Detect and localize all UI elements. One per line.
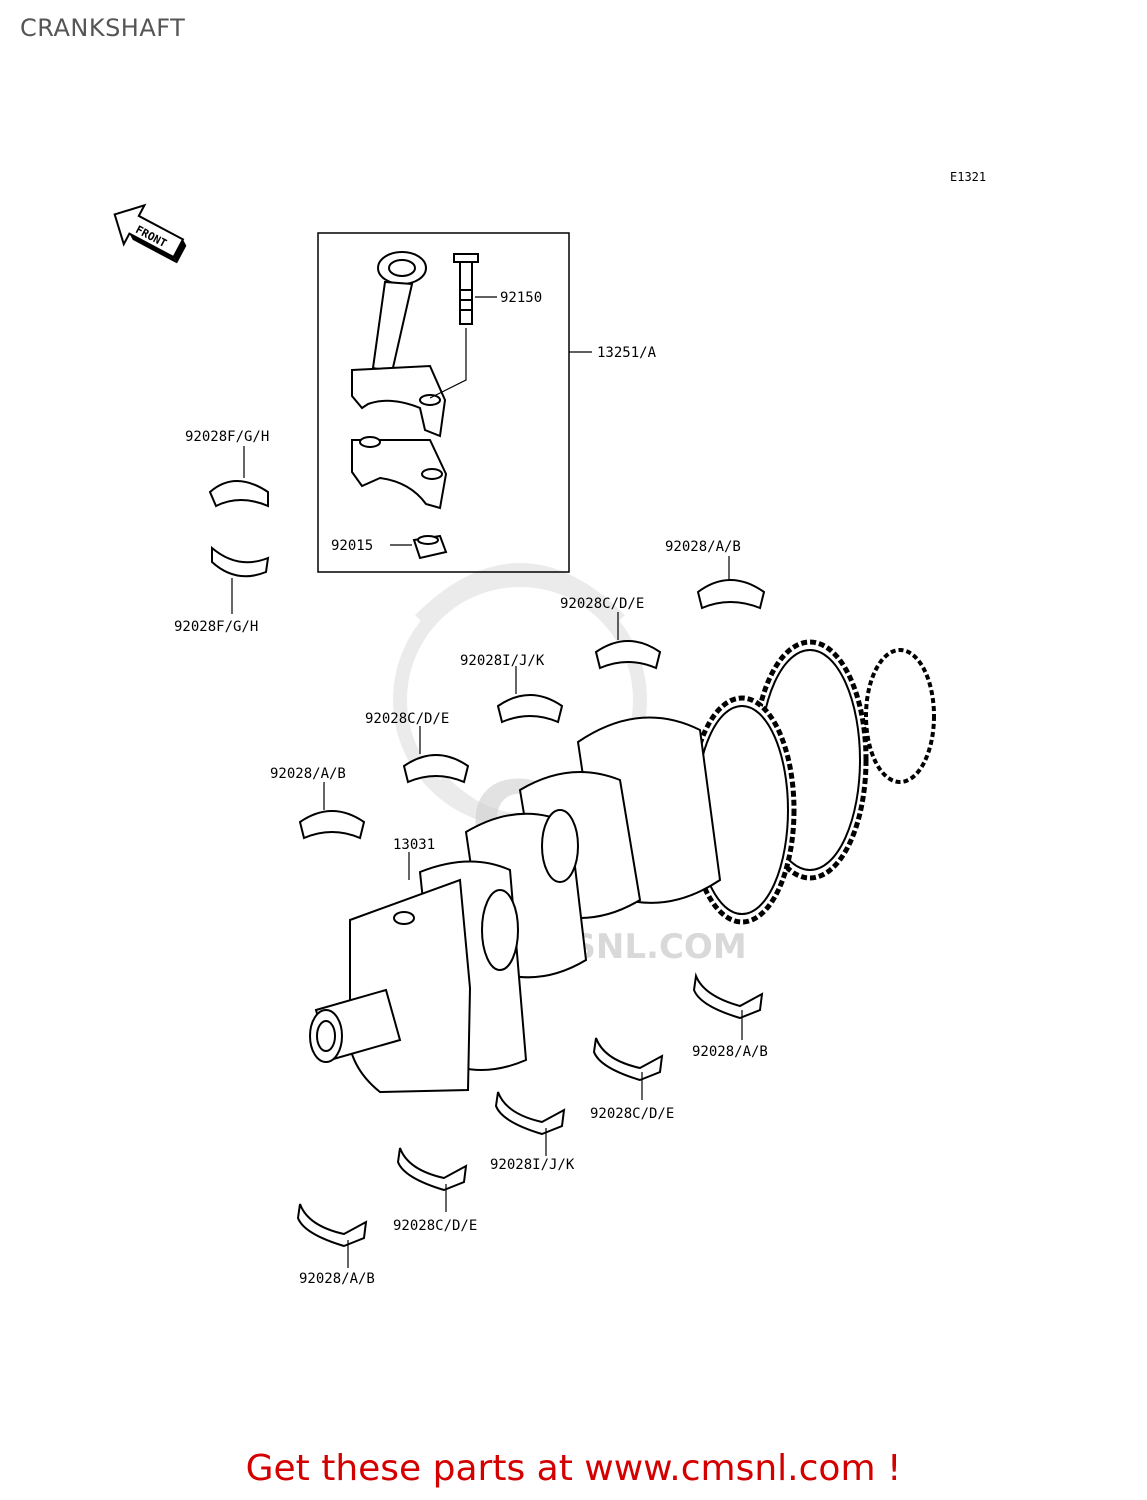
front-arrow-icon: FRONT: [113, 203, 187, 264]
label-92028cde-3: 92028C/D/E: [590, 1106, 674, 1122]
bearing-shells: [208, 480, 766, 1248]
label-92028cde-4: 92028C/D/E: [393, 1218, 477, 1234]
label-13251a: 13251/A: [597, 345, 657, 361]
conrod-bolt: [453, 253, 479, 325]
label-92015: 92015: [331, 538, 373, 554]
label-92028ab-2: 92028/A/B: [270, 766, 346, 782]
label-92028ab-1: 92028/A/B: [665, 539, 741, 555]
label-92150: 92150: [500, 290, 542, 306]
label-92028fgh-top: 92028F/G/H: [185, 429, 269, 445]
label-92028cde-1: 92028C/D/E: [560, 596, 644, 612]
label-92028fgh-bottom: 92028F/G/H: [174, 619, 258, 635]
diagram-code: E1321: [950, 170, 987, 184]
crankshaft: [309, 639, 936, 1094]
label-13031: 13031: [393, 837, 435, 853]
conrod-assembly-box: [317, 232, 570, 573]
connecting-rod: [351, 251, 447, 438]
conrod-nut: [412, 534, 448, 560]
cta-banner[interactable]: Get these parts at www.cmsnl.com !: [0, 1448, 1147, 1489]
page-title: CRANKSHAFT: [20, 14, 186, 42]
leader-lines: [231, 446, 743, 1268]
label-92028ab-4: 92028/A/B: [299, 1271, 375, 1287]
label-92028ijk-1: 92028I/J/K: [460, 653, 545, 669]
conrod-cap: [351, 436, 448, 510]
parts-diagram: CMS WWW.CMSNL.COM FRONT: [113, 203, 936, 1287]
cta-link[interactable]: Get these parts at www.cmsnl.com !: [245, 1448, 902, 1489]
label-92028ab-3: 92028/A/B: [692, 1044, 768, 1060]
label-92028cde-2: 92028C/D/E: [365, 711, 449, 727]
label-92028ijk-2: 92028I/J/K: [490, 1157, 575, 1173]
